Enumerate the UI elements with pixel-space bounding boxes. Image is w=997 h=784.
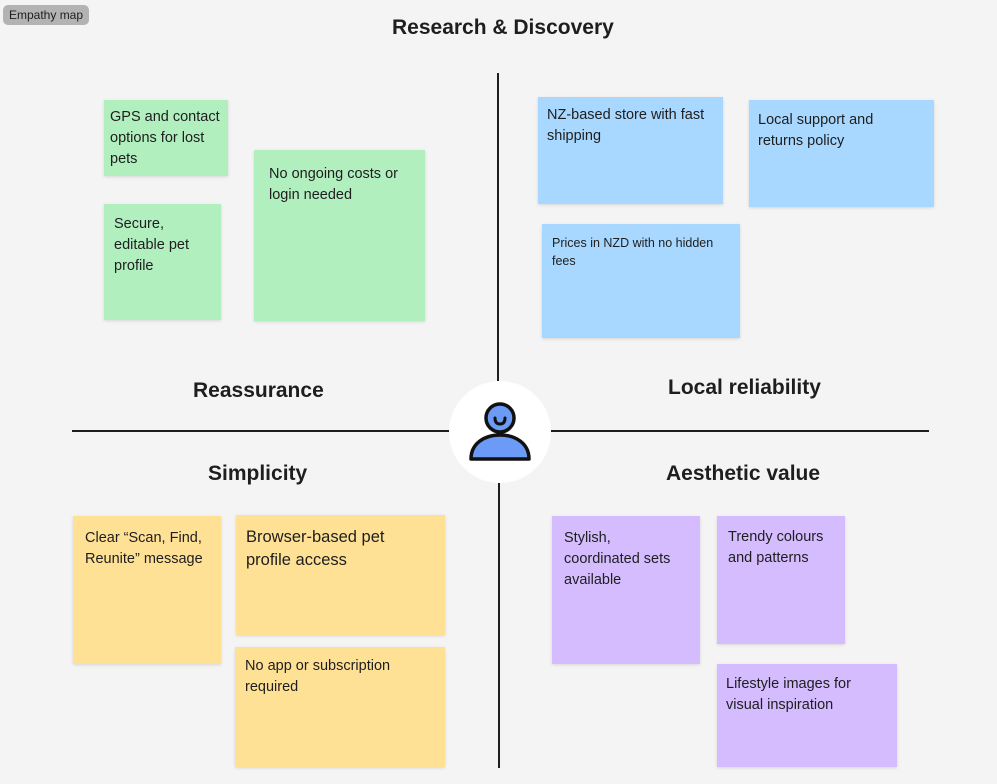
user-icon — [469, 402, 531, 461]
sticky-note[interactable]: Clear “Scan, Find, Reunite” message — [73, 516, 221, 664]
sticky-note[interactable]: Lifestyle images for visual inspiration — [717, 664, 897, 767]
quadrant-label-reassurance: Reassurance — [193, 379, 324, 402]
sticky-note[interactable]: Prices in NZD with no hidden fees — [542, 224, 740, 338]
horizontal-axis-left — [72, 430, 449, 432]
sticky-note[interactable]: Stylish, coordinated sets available — [552, 516, 700, 664]
sticky-note[interactable]: GPS and contact options for lost pets — [104, 100, 228, 176]
vertical-axis-top — [497, 73, 499, 381]
vertical-axis-bottom — [498, 483, 500, 768]
quadrant-label-simplicity: Simplicity — [208, 462, 308, 485]
sticky-note[interactable]: No ongoing costs or login needed — [254, 150, 425, 321]
quadrant-label-local-reliability: Local reliability — [668, 376, 821, 399]
frame-label[interactable]: Empathy map — [3, 5, 90, 25]
sticky-note[interactable]: Trendy colours and patterns — [717, 516, 845, 644]
board-title: Research & Discovery — [392, 16, 614, 39]
quadrant-label-aesthetic-value: Aesthetic value — [666, 462, 821, 485]
sticky-note[interactable]: Local support and returns policy — [749, 100, 934, 207]
sticky-note[interactable]: Secure, editable pet profile — [104, 204, 221, 320]
sticky-note[interactable]: Browser-based pet profile access — [236, 515, 445, 635]
horizontal-axis-right — [551, 430, 929, 432]
sticky-note[interactable]: NZ-based store with fast shipping — [538, 97, 723, 204]
sticky-note[interactable]: No app or subscription required — [235, 647, 445, 767]
persona-circle — [449, 381, 551, 483]
